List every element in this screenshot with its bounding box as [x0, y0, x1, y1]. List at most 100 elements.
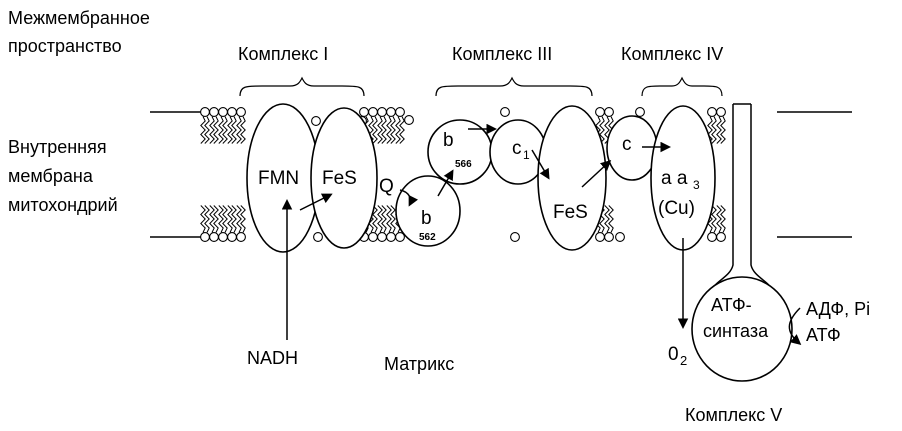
- lipid-head: [395, 232, 405, 242]
- lipid-tail: [716, 205, 722, 233]
- lipid-tail: [707, 116, 713, 144]
- c1-to-fes-arrow: [531, 149, 550, 180]
- atp-label: АТФ: [806, 325, 841, 345]
- fes-to-c-arrow: [581, 159, 612, 188]
- lipid-head: [500, 107, 510, 117]
- aa3-subscript: 3: [693, 178, 700, 192]
- inner-membrane-label-line-1: Внутренняя: [8, 137, 107, 157]
- lipid-tail: [218, 116, 224, 144]
- cu-label: (Cu): [658, 198, 695, 219]
- lipid-tail: [204, 116, 210, 144]
- atp-synthase-label-line-2: синтаза: [703, 321, 769, 341]
- lipid-tail: [227, 116, 233, 144]
- complex-iv-label: Комплекс IV: [621, 44, 723, 64]
- lipid-tail: [377, 205, 383, 233]
- lipid-head: [635, 107, 645, 117]
- lipid-tail: [204, 205, 210, 233]
- complex-i-label: Комплекс I: [238, 44, 328, 64]
- complex-i-bracket: [239, 76, 365, 97]
- lipid-tail: [716, 116, 722, 144]
- lipid-tail: [390, 116, 396, 144]
- lipid-tail: [372, 116, 378, 144]
- lipid-tail: [711, 116, 717, 144]
- lipid-tail: [604, 205, 610, 233]
- lipid-head: [716, 107, 726, 117]
- lipid-head: [227, 232, 237, 242]
- lipid-tail: [231, 205, 237, 233]
- lipid-head: [395, 107, 405, 117]
- fmn-to-fes-arrow: [299, 193, 333, 211]
- b562-to-b566-arrow: [437, 169, 454, 197]
- lipid-head: [595, 107, 605, 117]
- aa3-label: a a: [661, 168, 688, 189]
- adp-to-atp-arrow: [788, 307, 802, 345]
- cytochrome-c-ellipse: [606, 115, 658, 181]
- o2-label: 0: [668, 344, 679, 365]
- intermembrane-label-line-1: Межмембранное: [8, 8, 150, 28]
- lipid-head: [236, 107, 246, 117]
- lipid-tail: [372, 205, 378, 233]
- lipid-tail: [222, 205, 228, 233]
- lipid-tail: [236, 116, 242, 144]
- lipid-head: [604, 232, 614, 242]
- lipid-head: [227, 107, 237, 117]
- lipid-head: [209, 107, 219, 117]
- lipid-head: [218, 232, 228, 242]
- b562-subscript: 562: [419, 232, 436, 243]
- lipid-head: [707, 232, 717, 242]
- lipid-tail: [209, 116, 215, 144]
- lipid-tail: [222, 116, 228, 144]
- lipid-tail: [209, 205, 215, 233]
- intermembrane-label-line-2: пространство: [8, 36, 122, 56]
- atp-synthase-head: [691, 276, 793, 382]
- lipid-tail: [711, 205, 717, 233]
- lipid-tail: [213, 205, 219, 233]
- lipid-tail: [720, 205, 726, 233]
- lipid-head: [386, 107, 396, 117]
- q-to-b562-arrow: [399, 189, 419, 207]
- atp-synthase-stalk: [711, 104, 773, 293]
- complex-iii-label: Комплекс III: [452, 44, 552, 64]
- lipid-head: [377, 232, 387, 242]
- lipid-head: [510, 232, 520, 242]
- lipid-head: [311, 116, 321, 126]
- b566-label: b: [443, 130, 454, 151]
- lipid-head: [359, 107, 369, 117]
- fes-complex-iii-label: FeS: [553, 202, 588, 223]
- lipid-tail: [231, 116, 237, 144]
- lipid-head: [604, 107, 614, 117]
- lipid-head: [368, 107, 378, 117]
- matrix-label: Матрикс: [384, 354, 454, 374]
- lipid-tail: [200, 205, 206, 233]
- lipid-head: [313, 232, 323, 242]
- c1-label: c: [512, 138, 522, 159]
- fes-complex-iii-ellipse: [537, 105, 607, 251]
- lipid-tail: [390, 205, 396, 233]
- lipid-head: [218, 107, 228, 117]
- lipid-tail: [213, 116, 219, 144]
- lipid-tail: [381, 116, 387, 144]
- fes-complex-i-label: FeS: [322, 168, 357, 189]
- lipid-tail: [377, 116, 383, 144]
- lipid-tail: [368, 116, 374, 144]
- b562-label: b: [421, 208, 432, 229]
- lipid-tail: [599, 205, 605, 233]
- lipid-tail: [395, 116, 401, 144]
- lipid-head: [595, 232, 605, 242]
- lipid-head: [386, 232, 396, 242]
- lipid-head: [377, 107, 387, 117]
- atp-synthase-label-line-1: АТФ-: [711, 295, 752, 315]
- b562-ellipse: [395, 175, 461, 247]
- inner-membrane-label-line-3: митохондрий: [8, 195, 118, 215]
- lipid-tail: [227, 205, 233, 233]
- nadh-label: NADH: [247, 348, 298, 368]
- lipid-tail: [599, 116, 605, 144]
- lipid-tail: [386, 116, 392, 144]
- lipid-tail: [381, 205, 387, 233]
- lipid-head: [716, 232, 726, 242]
- lipid-tail: [240, 205, 246, 233]
- lipid-head: [209, 232, 219, 242]
- lipid-head: [200, 232, 210, 242]
- inner-membrane-label-line-2: мембрана: [8, 166, 94, 186]
